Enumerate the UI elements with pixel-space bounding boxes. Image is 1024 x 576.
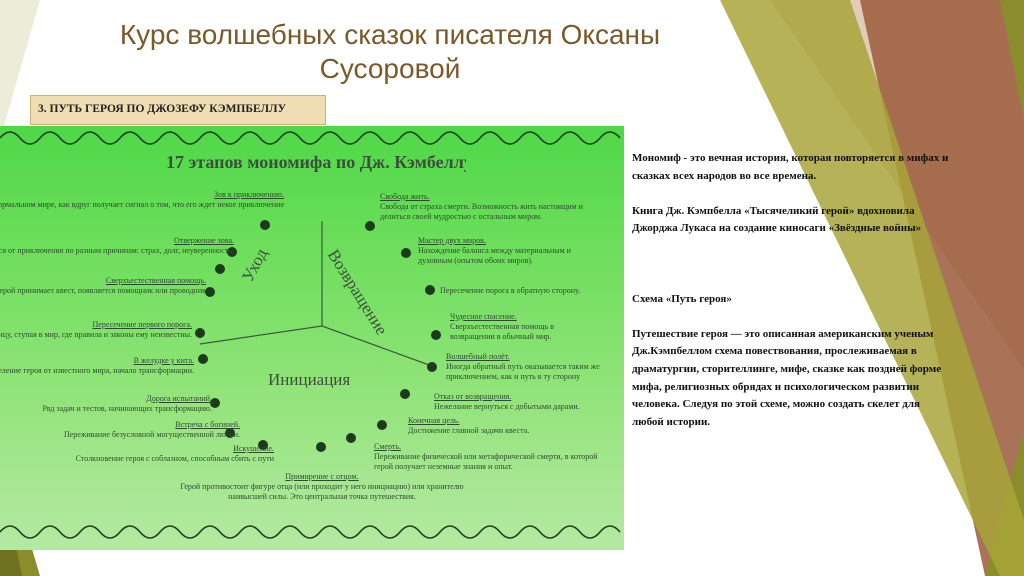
stage-desc: Нежелание вернуться с добытыми дарами. <box>434 402 580 411</box>
stage-call-to-adventure: Зов к приключению. Герой живет в нормаль… <box>0 190 284 210</box>
top-swirl-border <box>0 131 621 145</box>
poster-graphics <box>0 131 621 539</box>
scheme-heading: Схема «Путь героя» <box>632 292 732 305</box>
stage-marker-dot <box>431 330 441 340</box>
stage-marker-dot <box>377 420 387 430</box>
stage-refusal-of-call: Отвержение зова. Часто герой отказываетс… <box>0 236 234 256</box>
bottom-swirl-border <box>0 525 621 539</box>
stage-desc: Сверхъестественная помощь в возвращении … <box>450 322 554 341</box>
stage-marker-dot <box>365 221 375 231</box>
stage-desc: Герой противостоит фигуре отца (или прох… <box>180 482 464 501</box>
stage-heading: Смерть. <box>374 442 401 451</box>
stage-desc: Переживание физической или метафорическо… <box>374 452 598 471</box>
monomyth-definition: Мономиф - это вечная история, которая по… <box>632 152 949 182</box>
stage-desc: Свобода от страха смерти. Возможность жи… <box>380 202 583 221</box>
book-note: Книга Дж. Кэмпбелла «Тысячеликий герой» … <box>632 204 922 235</box>
stage-heading: Отвержение зова. <box>174 236 234 245</box>
stage-magic-flight: Волшебный полёт. Иногда обратный путь ок… <box>446 352 616 382</box>
stage-heading: Отказ от возвращения. <box>434 392 512 401</box>
monomyth-poster: 17 этапов мономифа по Дж. Кэмбеллу Уход … <box>0 126 624 550</box>
stage-temptation: Искушение. Столкновение героя с соблазно… <box>76 444 274 464</box>
stage-heading: Волшебный полёт. <box>446 352 510 361</box>
stage-desc: Ряд задач и тестов, начинающих трансформ… <box>42 404 212 413</box>
slide-title: Курс волшебных сказок писателя Оксаны Су… <box>119 19 661 84</box>
stage-supernatural-aid: Сверхъестественная помощь. Как только ге… <box>0 276 206 296</box>
stage-meeting-goddess: Встреча с богиней. Переживание безусловн… <box>64 420 240 440</box>
stage-marker-dot <box>316 442 326 452</box>
stage-heading: В желудке у кита. <box>133 356 194 365</box>
stage-heading: Конечная цель. <box>408 416 460 425</box>
stage-marker-dot <box>401 248 411 258</box>
stage-master-two-worlds: Мастер двух миров. Нахождение баланса ме… <box>418 236 602 266</box>
stage-first-threshold: Пересечение первого порога. Герой пересе… <box>0 320 192 340</box>
stage-heading: Примирение с отцом. <box>285 472 359 481</box>
side-text: Мономиф - это вечная история, которая по… <box>632 150 950 431</box>
stage-marker-dot <box>195 328 205 338</box>
stage-desc: Переживание безусловной могущественной л… <box>63 430 240 439</box>
stage-refusal-of-return: Отказ от возвращения. Нежелание вернутьс… <box>434 392 580 412</box>
stage-heading: Пересечение первого порога. <box>92 320 192 329</box>
stage-freedom-to-live: Свобода жить. Свобода от страха смерти. … <box>380 192 612 222</box>
stage-desc: Как только герой принимает квест, появля… <box>0 286 206 295</box>
stage-belly-of-whale: В желудке у кита. Окончательное отделени… <box>0 356 194 376</box>
section-label: 3. ПУТЬ ГЕРОЯ ПО ДЖОЗЕФУ КЭМПБЕЛЛУ <box>30 95 326 125</box>
axis-right <box>321 325 433 367</box>
arc-label-initiation: Инициация <box>268 370 351 389</box>
stage-heading: Чудесное спасение. <box>450 312 517 321</box>
stage-desc: Столкновение героя с соблазном, способны… <box>75 454 274 463</box>
stage-desc: Иногда обратный путь оказывается таким ж… <box>446 362 600 381</box>
stage-marker-dot <box>210 398 220 408</box>
stage-heading: Свобода жить. <box>380 192 430 201</box>
stage-heading: Искушение. <box>233 444 274 453</box>
stage-heading: Пересечение порога в обратную сторону. <box>440 286 581 295</box>
axis-left <box>199 325 323 345</box>
stage-road-of-trials: Дорога испытаний. Ряд задач и тестов, на… <box>43 394 212 414</box>
stage-desc: Окончательное отделение героя от известн… <box>0 366 194 375</box>
stage-marker-dot <box>205 287 215 297</box>
stage-marker-dot <box>260 220 270 230</box>
stage-marker-dot <box>225 428 235 438</box>
stage-desc: Часто герой отказывается от приключения … <box>0 246 234 255</box>
stage-heading: Сверхъестественная помощь. <box>105 276 206 285</box>
stage-marker-dot <box>258 440 268 450</box>
stage-marker-dot <box>427 362 437 372</box>
stage-rescue-from-without: Чудесное спасение. Сверхъестественная по… <box>450 312 600 342</box>
stage-return-threshold: Пересечение порога в обратную сторону. <box>440 286 580 296</box>
stage-atonement-with-father: Примирение с отцом. Герой противостоит ф… <box>172 472 472 502</box>
stage-marker-dot <box>346 433 356 443</box>
stage-marker-dot <box>215 264 225 274</box>
stage-heading: Дорога испытаний. <box>146 394 212 403</box>
stage-desc: Герой живет в нормальном мире, как вдруг… <box>0 200 284 209</box>
stage-marker-dot <box>400 389 410 399</box>
stage-heading: Зов к приключению. <box>214 190 284 199</box>
stage-death: Смерть. Переживание физической или метаф… <box>374 442 610 472</box>
stage-ultimate-boon: Конечная цель. Достижение главной задачи… <box>408 416 529 436</box>
stage-marker-dot <box>227 247 237 257</box>
stage-heading: Встреча с богиней. <box>175 420 240 429</box>
stage-desc: Герой пересекает границу, ступая в мир, … <box>0 330 192 339</box>
stage-desc: Достижение главной задачи квеста. <box>408 426 530 435</box>
poster-title: 17 этапов мономифа по Дж. Кэмбеллу <box>166 152 466 172</box>
stage-marker-dot <box>425 285 435 295</box>
stage-heading: Мастер двух миров. <box>418 236 486 245</box>
journey-description: Путешествие героя — это описанная америк… <box>632 327 942 428</box>
stage-desc: Нахождение баланса между материальным и … <box>418 246 571 265</box>
stage-marker-dot <box>198 354 208 364</box>
